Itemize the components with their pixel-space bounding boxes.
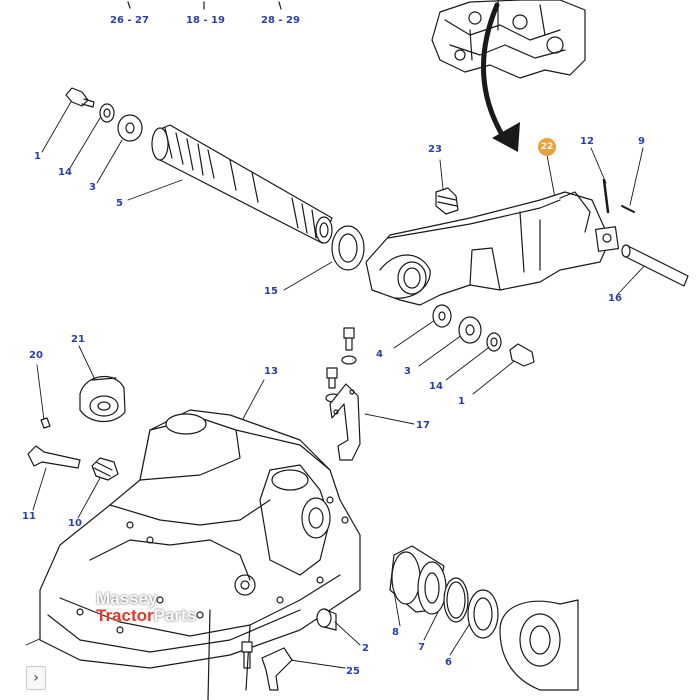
callout-17[interactable]: 17 xyxy=(416,420,430,431)
callout-13[interactable]: 13 xyxy=(264,366,278,377)
callout-23[interactable]: 23 xyxy=(428,144,442,155)
tractor-body-fragment xyxy=(431,0,586,79)
sleeve-part xyxy=(389,545,447,615)
top-reference-ticks xyxy=(127,1,282,10)
fitting-part xyxy=(91,457,119,481)
callout-6[interactable]: 6 xyxy=(445,657,452,668)
arm-fragment xyxy=(499,599,579,691)
callout-7[interactable]: 7 xyxy=(418,642,425,653)
assembly-arrow xyxy=(481,2,520,152)
callout-8[interactable]: 8 xyxy=(392,627,399,638)
callout-14-middle[interactable]: 14 xyxy=(429,381,443,392)
next-arrow-button[interactable]: › xyxy=(26,666,46,690)
callout-26-27[interactable]: 26 - 27 xyxy=(110,15,149,26)
callout-1-top[interactable]: 1 xyxy=(34,151,41,162)
lift-arm-part xyxy=(365,178,635,306)
callout-1-middle[interactable]: 1 xyxy=(458,396,465,407)
callout-10[interactable]: 10 xyxy=(68,518,82,529)
callout-4[interactable]: 4 xyxy=(376,349,383,360)
chevron-right-icon: › xyxy=(33,670,39,686)
stud-part xyxy=(27,445,81,469)
clip-part xyxy=(241,641,293,691)
bracket-part xyxy=(329,383,361,461)
set-screw-part xyxy=(40,417,51,429)
callout-15[interactable]: 15 xyxy=(264,286,278,297)
leader-lines xyxy=(25,99,649,669)
callout-14-top[interactable]: 14 xyxy=(58,167,72,178)
callout-2[interactable]: 2 xyxy=(362,643,369,654)
callout-20[interactable]: 20 xyxy=(29,350,43,361)
middle-washer-set xyxy=(432,304,535,367)
callout-18-19[interactable]: 18 - 19 xyxy=(186,15,225,26)
callout-22-highlighted[interactable]: 22 xyxy=(538,138,556,156)
callout-11[interactable]: 11 xyxy=(22,511,36,522)
callout-16[interactable]: 16 xyxy=(608,293,622,304)
lift-housing-part xyxy=(39,409,361,700)
cover-part xyxy=(79,375,126,423)
callout-9[interactable]: 9 xyxy=(638,136,645,147)
callout-28-29[interactable]: 28 - 29 xyxy=(261,15,300,26)
callout-21[interactable]: 21 xyxy=(71,334,85,345)
plug-part xyxy=(435,187,459,215)
thrust-washer-part xyxy=(331,225,365,271)
bolt-part xyxy=(65,87,95,108)
seal-ring-part xyxy=(443,577,499,639)
callout-3-middle[interactable]: 3 xyxy=(404,366,411,377)
callout-25[interactable]: 25 xyxy=(346,666,360,677)
callout-5[interactable]: 5 xyxy=(116,198,123,209)
washer-part xyxy=(99,103,143,142)
bushing-part xyxy=(316,608,337,631)
callout-12[interactable]: 12 xyxy=(580,136,594,147)
pin-part xyxy=(621,244,689,287)
splined-shaft-part xyxy=(151,124,333,244)
callout-3-top[interactable]: 3 xyxy=(89,182,96,193)
